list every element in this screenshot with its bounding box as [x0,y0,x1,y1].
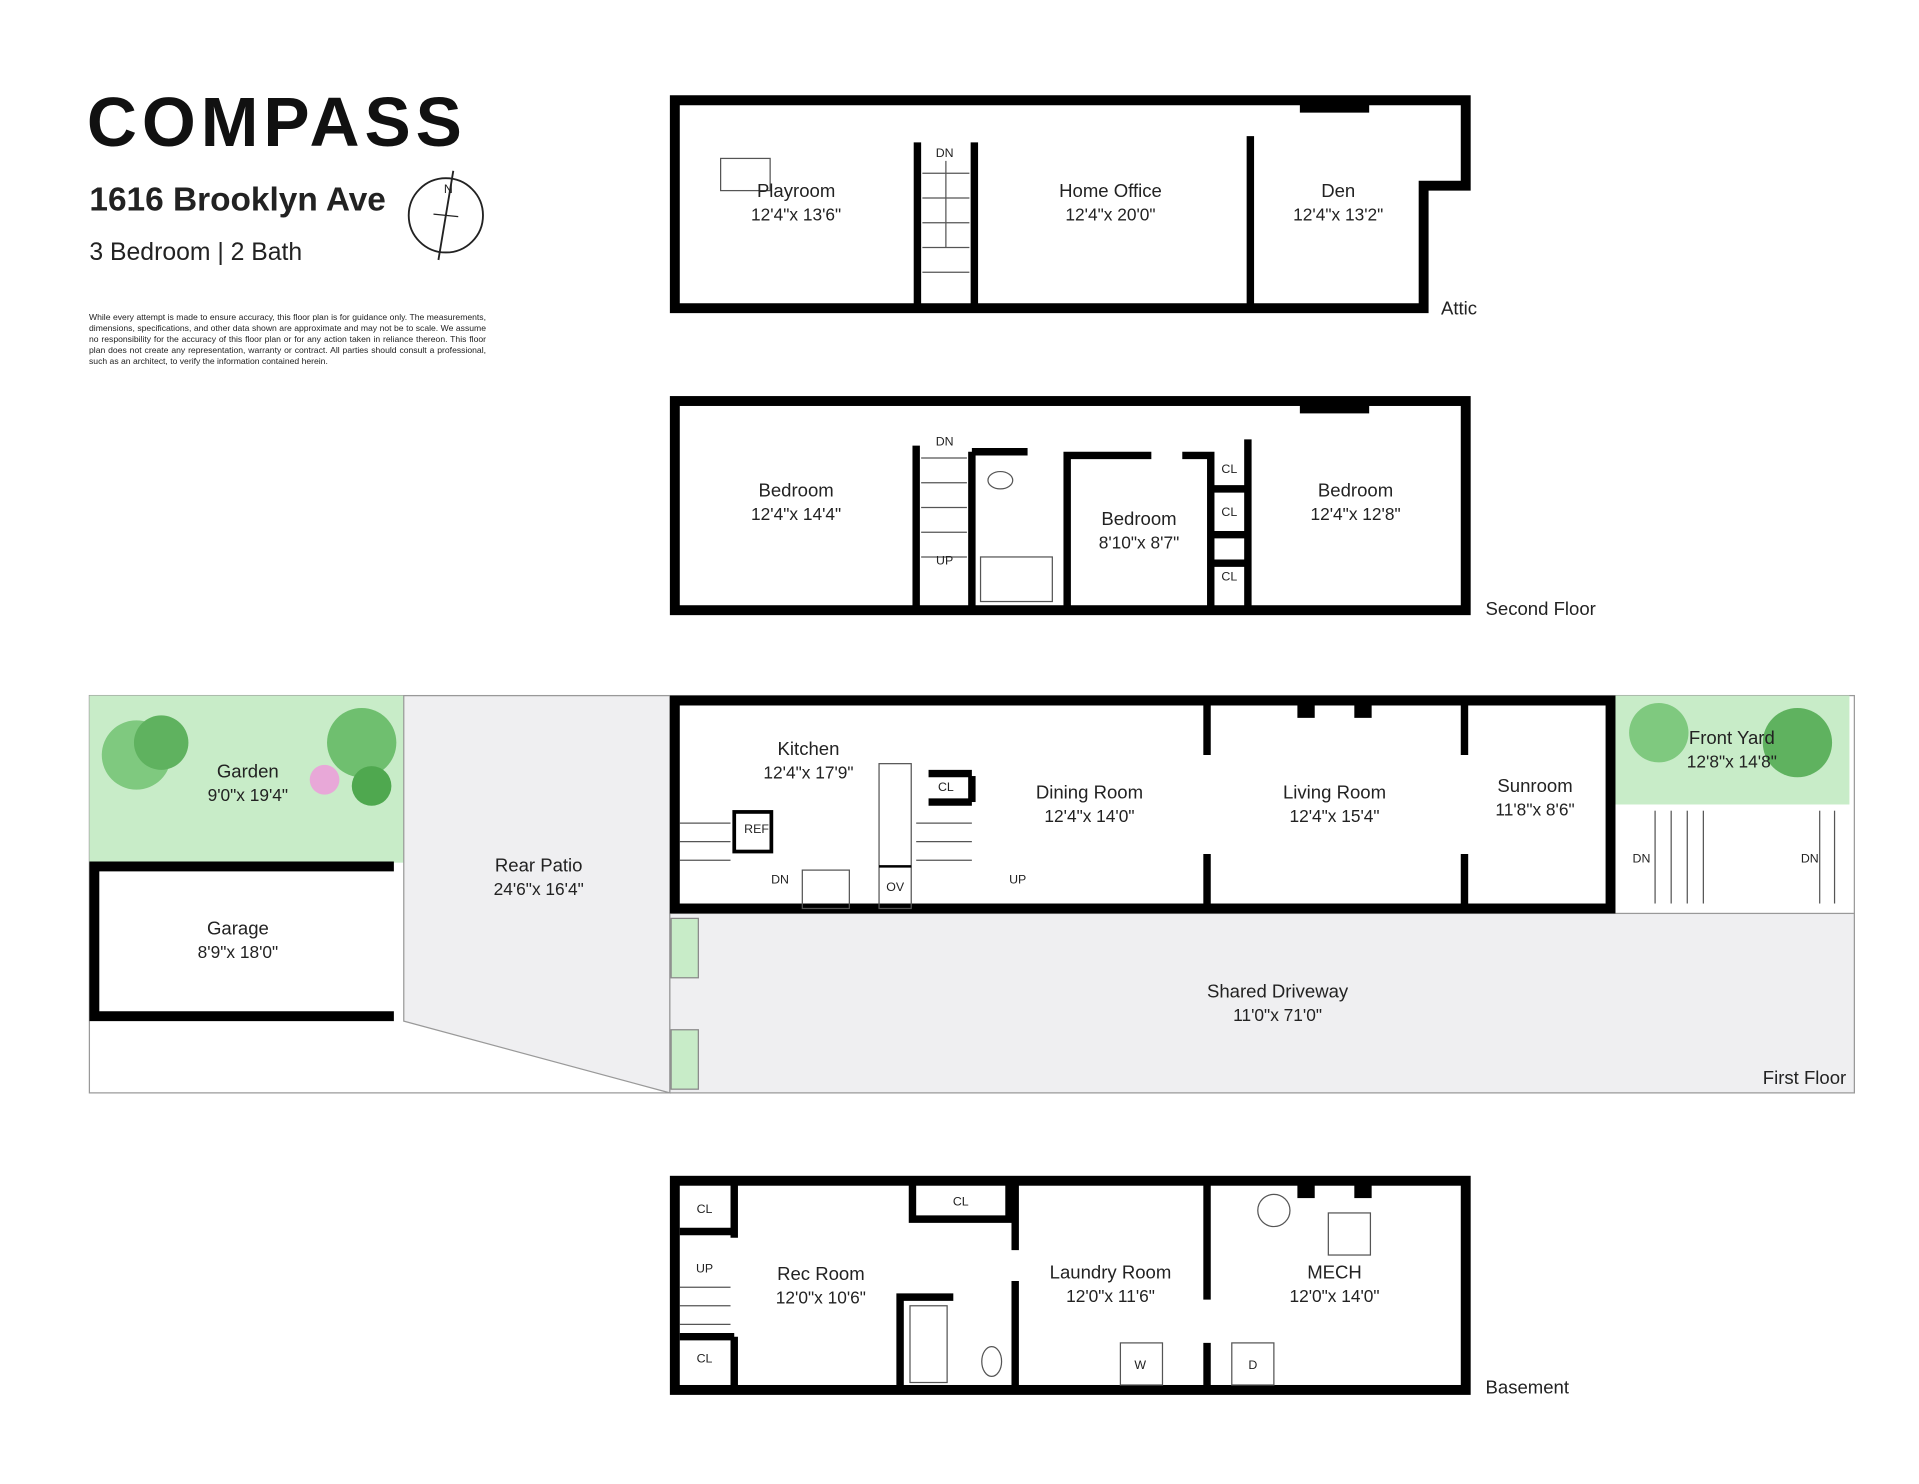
room-dims: 12'0"x 11'6" [1066,1286,1155,1306]
washer-label: W [1134,1358,1146,1372]
room-mech: MECH [1307,1262,1362,1283]
room-dims: 8'9"x 18'0" [198,942,279,962]
room-living: Living Room [1283,781,1386,802]
closet-label: CL [697,1202,713,1216]
room-laundry: Laundry Room [1050,1262,1172,1283]
room-dims: 12'0"x 10'6" [776,1287,866,1307]
room-kitchen: Kitchen [778,738,840,759]
room-garage: Garage [207,917,269,938]
closet-label: CL [697,1352,713,1366]
address: 1616 Brooklyn Ave [89,181,385,218]
second-floor: DN UP CL CL CL Bedroom 12'4"x 14'4" Bedr… [669,396,1596,619]
room-bedroom-rear: Bedroom [758,479,833,500]
fridge-label: REF [744,822,769,836]
north-arrow-icon: N [407,170,484,261]
stair-up-label: UP [936,553,953,567]
area-garden: Garden [217,760,279,781]
closet-label: CL [953,1195,969,1209]
stair-up-label: UP [696,1261,713,1275]
garage-walls [89,861,394,1022]
area-rear-patio: Rear Patio [495,854,583,875]
room-dims: 12'4"x 13'2" [1293,204,1383,224]
room-dims: 12'0"x 14'0" [1289,1286,1379,1306]
room-dims: 12'4"x 15'4" [1289,806,1379,826]
house-walls [669,695,1616,914]
closet-label: CL [1221,505,1237,519]
room-dims: 12'4"x 14'4" [751,504,841,524]
compass-logo: COMPASS [87,83,467,161]
closet-label: CL [1221,462,1237,476]
room-dims: 12'4"x 20'0" [1065,204,1155,224]
room-bedroom-front: Bedroom [1318,479,1393,500]
first-floor: DN DN REF OV CL DN UP Kitchen 12'4"x 17'… [88,694,1855,1094]
room-dims: 12'8"x 14'8" [1687,751,1777,771]
basement-floor: W D CL CL CL UP Rec Room 12'0"x 10'6" La… [669,1175,1570,1398]
area-front-yard: Front Yard [1689,727,1775,748]
driveway-area [669,912,1855,1094]
floor-label-basement: Basement [1486,1377,1570,1398]
room-dims: 8'10"x 8'7" [1099,532,1180,552]
room-dims: 24'6"x 16'4" [494,879,584,899]
room-dims: 12'4"x 13'6" [751,204,841,224]
room-sunroom: Sunroom [1497,775,1572,796]
room-bedroom-middle: Bedroom [1101,508,1176,529]
room-home-office: Home Office [1059,180,1162,201]
stair-dn-label: DN [936,146,954,160]
stair-up-label: UP [1009,873,1026,887]
room-dims: 12'4"x 14'0" [1044,806,1134,826]
floor-label-first: First Floor [1763,1067,1846,1088]
stair-dn-label: DN [771,873,789,887]
oven-label: OV [886,880,905,894]
room-rec-room: Rec Room [777,1263,865,1284]
bed-bath-summary: 3 Bedroom | 2 Bath [89,239,302,266]
room-dining: Dining Room [1036,781,1143,802]
closet-label: CL [1221,569,1237,583]
stair-dn-label: DN [936,435,954,449]
steps-dn-label: DN [1633,852,1651,866]
svg-text:N: N [444,182,453,196]
attic-floor: DN Playroom 12'4"x 13'6" Home Office 12'… [669,95,1477,318]
room-dims: 9'0"x 19'4" [208,785,289,805]
disclaimer: While every attempt is made to ensure ac… [89,312,486,366]
closet-label: CL [938,780,954,794]
floor-label-second: Second Floor [1486,598,1596,619]
floor-label-attic: Attic [1441,297,1477,318]
steps-dn-label: DN [1801,852,1819,866]
room-dims: 11'0"x 71'0" [1233,1005,1322,1025]
dryer-label: D [1248,1358,1257,1372]
room-dims: 12'4"x 12'8" [1310,504,1400,524]
area-shared-driveway: Shared Driveway [1207,981,1349,1002]
room-dims: 11'8"x 8'6" [1495,800,1574,820]
room-dims: 12'4"x 17'9" [763,763,853,783]
room-den: Den [1321,180,1355,201]
room-playroom: Playroom [757,180,835,201]
